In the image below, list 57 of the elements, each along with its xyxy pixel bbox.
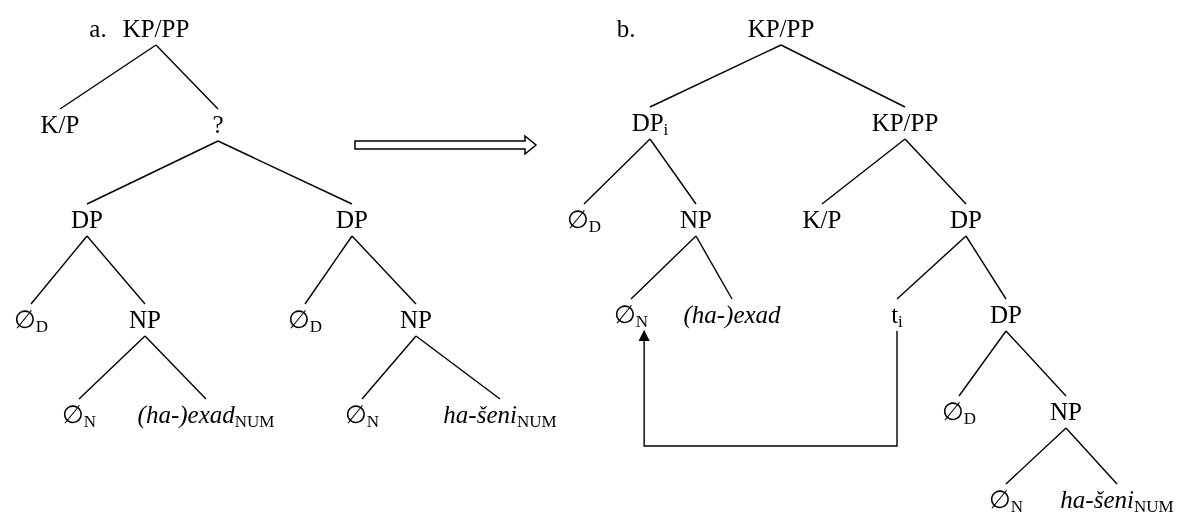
tree-node-label: KP/PP [869, 107, 941, 139]
tree-node-label: (ha-)exad [681, 299, 783, 331]
tree-node-label: ∅$_{D}$ [11, 304, 51, 336]
tree-branch [1005, 427, 1067, 485]
tree-branch [904, 138, 967, 205]
tree-node-label: KP/PP [120, 13, 192, 45]
tree-node-label: KP/PP [745, 13, 817, 45]
tree-node-label: DP [988, 299, 1024, 331]
tree-branch [78, 335, 146, 400]
tree-branch [583, 138, 651, 205]
tree-branch [630, 235, 697, 300]
tree-branch [1065, 427, 1118, 485]
tree-node-label: ∅$_{D}$ [285, 304, 325, 336]
tree-node-label: ∅$_{N}$ [611, 299, 651, 331]
tree-branch [1005, 330, 1067, 397]
tree-node-label: K/P [38, 109, 82, 141]
example-letter: a. [89, 15, 107, 43]
tree-branch [649, 138, 697, 205]
tree-branch [821, 138, 906, 205]
tree-branch [649, 44, 782, 108]
tree-branch [695, 235, 733, 300]
tree-node-label: NP [1048, 396, 1084, 428]
tree-branch [59, 44, 157, 110]
tree-node-label: ∅$_{N}$ [59, 399, 99, 431]
tree-node-label: DP [334, 204, 370, 236]
tree-branch [86, 235, 146, 305]
tree-branch [958, 330, 1007, 397]
tree-branch [351, 235, 417, 305]
tree-branch [144, 335, 207, 400]
tree-branch [30, 235, 88, 305]
tree-branch [217, 140, 353, 205]
tree-node-label: DP [948, 204, 984, 236]
tree-branch [155, 44, 219, 110]
tree-branch [896, 235, 967, 300]
tree-node-label: (ha-)exad$_{NUM}$ [135, 399, 277, 431]
tree-node-label: DP [69, 204, 105, 236]
tree-node-label: NP [127, 304, 163, 336]
tree-branch [415, 335, 501, 400]
tree-node-label: ∅$_{D}$ [939, 396, 979, 428]
tree-branch [965, 235, 1007, 300]
tree-node-label: K/P [800, 204, 844, 236]
tree-node-label: ? [210, 109, 226, 141]
tree-node-label: ∅$_{N}$ [342, 399, 382, 431]
tree-node-label: ha-šeni$_{NUM}$ [1058, 484, 1176, 516]
tree-node-label: NP [398, 304, 434, 336]
tree-node-label: ha-šeni$_{NUM}$ [441, 399, 559, 431]
tree-node-label: ∅$_{D}$ [564, 204, 604, 236]
tree-node-label: t$_{i}$ [889, 299, 905, 331]
tree-node-label: ∅$_{N}$ [986, 484, 1026, 516]
tree-branch [361, 335, 417, 400]
tree-branch [86, 140, 219, 205]
tree-branch [304, 235, 353, 305]
example-letter: b. [616, 15, 636, 43]
tree-branch [780, 44, 906, 108]
tree-node-label: DP$_{i}$ [629, 107, 671, 139]
tree-node-label: NP [678, 204, 714, 236]
movement-arrow [638, 329, 898, 447]
